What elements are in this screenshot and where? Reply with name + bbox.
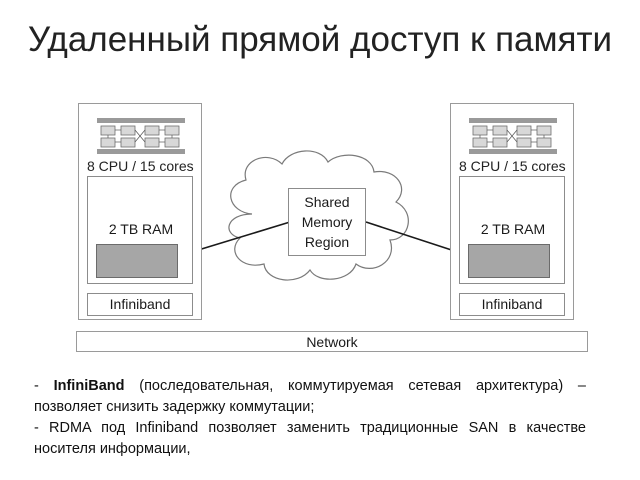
description: - InfiniBand (последовательная, коммутир… bbox=[34, 376, 586, 460]
shared-memory-line: Memory bbox=[301, 214, 353, 230]
slide-title: Удаленный прямой доступ к памяти bbox=[27, 20, 613, 59]
shared-memory-region-box: Shared Memory Region bbox=[288, 188, 366, 256]
description-text: (последовательная, коммутируемая сетевая… bbox=[34, 378, 586, 415]
ram-label: 2 TB RAM bbox=[108, 221, 174, 237]
ram-box: 2 TB RAM bbox=[87, 176, 193, 284]
dash: - bbox=[34, 378, 39, 394]
description-item: - InfiniBand (последовательная, коммутир… bbox=[34, 376, 586, 418]
cpu-grid-icon bbox=[97, 118, 185, 154]
ram-block bbox=[468, 244, 550, 278]
ram-box: 2 TB RAM bbox=[459, 176, 565, 284]
shared-memory-line: Region bbox=[304, 234, 350, 250]
left-server: 8 CPU / 15 cores 2 TB RAM Infiniband bbox=[78, 103, 202, 320]
right-server: 8 CPU / 15 cores 2 TB RAM Infiniband bbox=[450, 103, 574, 320]
description-item: - RDMA под Infiniband позволяет заменить… bbox=[34, 420, 586, 457]
network-bar: Network bbox=[76, 331, 588, 352]
cpu-label: 8 CPU / 15 cores bbox=[459, 158, 566, 174]
title-clip: Удаленный прямой доступ к памяти bbox=[0, 0, 640, 88]
ram-label: 2 TB RAM bbox=[480, 221, 546, 237]
cpu-grid-icon bbox=[469, 118, 557, 154]
infiniband-term: InfiniBand bbox=[53, 378, 125, 394]
cpu-label: 8 CPU / 15 cores bbox=[87, 158, 194, 174]
ram-block bbox=[96, 244, 178, 278]
infiniband-box: Infiniband bbox=[459, 293, 565, 316]
shared-memory-line: Shared bbox=[304, 194, 350, 210]
infiniband-box: Infiniband bbox=[87, 293, 193, 316]
